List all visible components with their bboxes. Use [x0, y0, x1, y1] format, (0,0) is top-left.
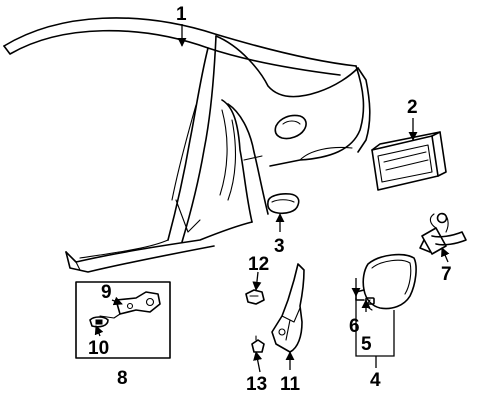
inset-box	[75, 281, 171, 359]
leader-9	[111, 296, 123, 306]
callout-3: 3	[274, 236, 285, 257]
actuator-part-7	[419, 212, 467, 255]
leader-13	[253, 351, 263, 373]
leader-lines	[94, 24, 450, 373]
callout-6: 6	[349, 316, 360, 337]
clip-part-13	[251, 335, 265, 353]
leader-7	[441, 247, 450, 263]
callout-1: 1	[176, 4, 187, 25]
hinge-bracket-part-11	[271, 263, 305, 353]
callout-8: 8	[117, 368, 128, 389]
callout-2: 2	[407, 97, 418, 118]
plug-part-3	[267, 193, 300, 215]
quarter-panel	[3, 17, 371, 273]
callout-5: 5	[361, 334, 372, 355]
leader-10	[94, 325, 104, 337]
callout-12: 12	[248, 254, 269, 275]
callout-4: 4	[370, 370, 381, 391]
callout-7: 7	[441, 264, 452, 285]
screw-part-12	[245, 289, 265, 305]
leader-12	[252, 271, 262, 291]
callout-9: 9	[101, 282, 112, 303]
callouts: 1 2 3 4 5 6 7 8 9 10 11 12 13	[88, 4, 452, 395]
bracket-4	[355, 298, 395, 357]
callout-11: 11	[280, 374, 301, 395]
fuel-door-part-4	[355, 253, 417, 311]
housing-part-2	[371, 131, 447, 191]
callout-13: 13	[246, 374, 267, 395]
callout-10: 10	[88, 338, 109, 359]
